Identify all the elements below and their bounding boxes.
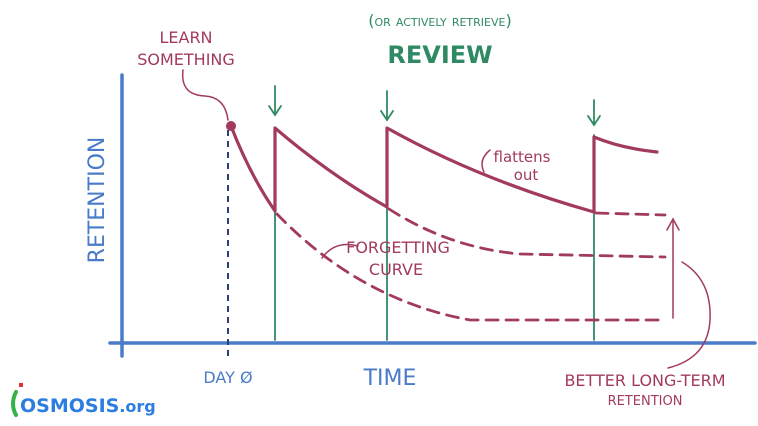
retention-axis-label: RETENTION [85, 137, 110, 264]
forgetting-pointer-line [321, 243, 359, 259]
review-label: REVIEW [387, 41, 492, 69]
learn-point [226, 121, 236, 131]
review-arrow-icon [587, 99, 601, 127]
better-label: RETENTION [608, 394, 683, 409]
logo-suffix: .org [119, 397, 155, 416]
day0-label: DAY Ø [203, 368, 252, 387]
forgetting-label: FORGETTING [346, 238, 450, 257]
forgetting-label: CURVE [369, 260, 423, 279]
flattens-label: flattens [494, 148, 551, 166]
flattens-label: out [514, 166, 539, 184]
review-arrow-icon [380, 90, 394, 122]
review-sublabel: (or actively retrieve) [368, 11, 511, 30]
forgetting-curve-dashed [594, 211, 667, 217]
logo-text: OSMOSIS.org [20, 395, 156, 417]
flattens-pointer-line [481, 149, 491, 173]
time-axis-label: TIME [363, 366, 417, 391]
osmosis-logo: OSMOSIS.org [11, 383, 156, 417]
forgetting-curve-dashed [275, 212, 667, 322]
learn-label: SOMETHING [137, 50, 235, 69]
bracket-curve [667, 261, 711, 369]
learn-label: LEARN [159, 28, 212, 47]
better-label: BETTER LONG-TERM [564, 371, 725, 390]
logo-name: OSMOSIS [20, 395, 119, 417]
up-arrow-icon [666, 217, 680, 319]
retention-curve [229, 124, 659, 214]
learn-pointer-line [181, 69, 229, 121]
review-arrow-icon [268, 85, 282, 117]
